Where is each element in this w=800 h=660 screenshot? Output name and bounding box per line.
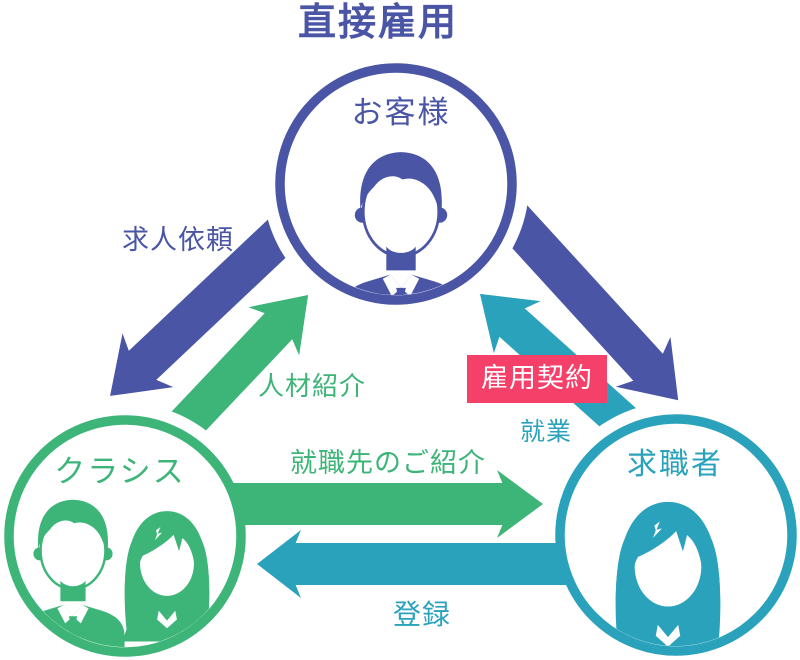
- node-company-label: クラシス: [54, 454, 186, 490]
- arrow-registration-label: 登録: [393, 598, 452, 631]
- businesswoman-icon: [614, 501, 722, 646]
- arrow-direct-hire: [473, 178, 679, 401]
- arrow-job-request-label: 求人依頼: [122, 225, 234, 256]
- node-jobseeker-label: 求職者: [627, 447, 723, 482]
- employment-contract-badge: 雇用契約: [467, 355, 607, 403]
- arrow-job-request: [110, 197, 319, 396]
- arrow-job-introduction-label: 就職先のご紹介: [290, 448, 486, 479]
- diagram-title: 直接雇用: [297, 0, 459, 44]
- arrow-referral-label: 人材紹介: [258, 372, 367, 402]
- node-customer-label: お客様: [351, 95, 451, 131]
- arrow-employment-label: 就業: [520, 417, 573, 446]
